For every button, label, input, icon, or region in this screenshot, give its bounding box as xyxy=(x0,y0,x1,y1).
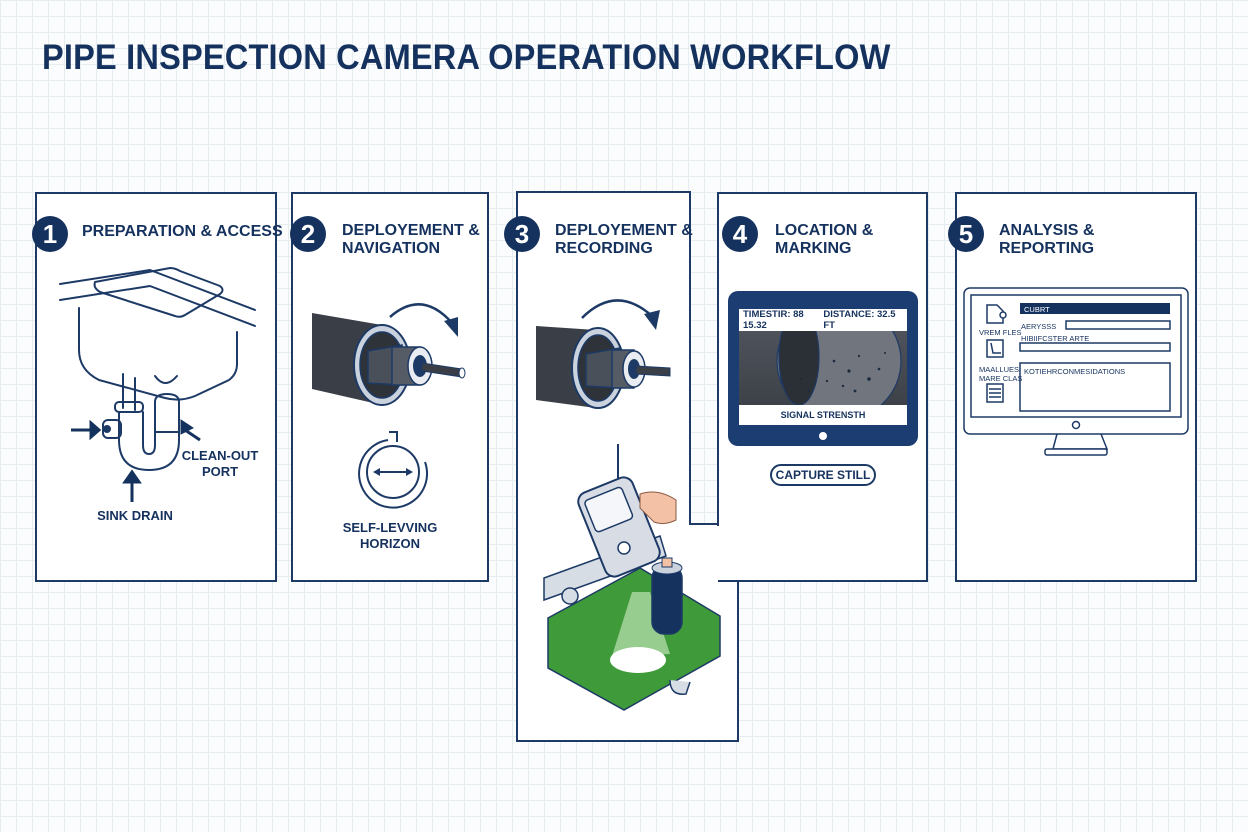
view-files-label: VREM FLES xyxy=(979,328,1022,337)
step-badge-1: 1 xyxy=(32,216,68,252)
step-badge-3: 3 xyxy=(504,216,540,252)
step-panel-4-left-edge xyxy=(717,192,719,526)
camera-in-pipe-icon xyxy=(312,303,466,406)
clean-out-port-label: CLEAN-OUT PORT xyxy=(180,448,260,480)
self-leveling-horizon-icon xyxy=(358,431,428,509)
step-title-5: ANALYSIS & REPORTING xyxy=(999,222,1094,258)
step-badge-5: 5 xyxy=(948,216,984,252)
side-label-2b: MARE CLAS xyxy=(979,374,1023,383)
step-title-2-line1: DEPLOYEMENT & xyxy=(342,222,480,239)
self-leveling-horizon-label: SELF-LEVVING HORIZON xyxy=(335,520,445,552)
step-title-5-line2: REPORTING xyxy=(999,240,1095,257)
capture-still-button[interactable]: CAPTURE STILL xyxy=(770,464,876,486)
step-title-4-line1: LOCATION & xyxy=(775,222,874,239)
timestamp-readout: TIMESTIR: 88 15.32 xyxy=(743,309,804,331)
monitor-tablet-icon: TIMESTIR: 88 15.32 DISTANCE: 32.5 FT SIG… xyxy=(728,291,918,446)
clean-out-label-line1: CLEAN-OUT xyxy=(181,448,259,463)
desktop-monitor-icon xyxy=(963,287,1189,456)
sink-trap-icon xyxy=(59,267,256,502)
step-title-2-line2: NAVIGATION xyxy=(342,240,441,257)
step-title-5-line1: ANALYSIS & xyxy=(999,222,1095,239)
horizon-label-line1: SELF-LEVVING xyxy=(342,520,438,535)
step-badge-4: 4 xyxy=(722,216,758,252)
step-title-3-line1: DEPLOYEMENT & xyxy=(555,222,693,239)
step-panel-1 xyxy=(35,192,277,582)
step-title-4-line2: MARKING xyxy=(775,240,852,257)
distance-readout: DISTANCE: 32.5 FT xyxy=(823,309,896,331)
step-title-4: LOCATION & MARKING xyxy=(775,222,873,258)
step-badge-2: 2 xyxy=(290,216,326,252)
report-field-1-label: AERYSSS xyxy=(1021,322,1057,331)
tablet-home-button[interactable] xyxy=(819,432,827,440)
step-title-1: PREPARATION & ACCESS xyxy=(82,223,283,240)
pipe-camera-view xyxy=(739,331,907,405)
step-title-3-line2: RECORDING xyxy=(555,240,653,257)
side-label-2a: MAALLUES xyxy=(979,365,1020,374)
signal-strength-bar: SIGNAL STRENSTH xyxy=(739,405,907,425)
report-notes-label: KOTIEHRCONMESIDATIONS xyxy=(1024,367,1126,376)
sink-drain-label: SINK DRAIN xyxy=(97,508,173,523)
clean-out-label-line2: PORT xyxy=(201,464,239,479)
horizon-label-line2: HORIZON xyxy=(360,536,420,551)
report-field-2-label: HIBIIFCSTER ARTE xyxy=(1021,334,1090,343)
step-title-2: DEPLOYEMENT & NAVIGATION xyxy=(342,222,480,258)
locator-and-marking-spray-icon xyxy=(543,444,721,711)
camera-in-pipe-icon-2 xyxy=(536,299,671,409)
step-title-3: DEPLOYEMENT & RECORDING xyxy=(555,222,693,258)
report-header: CUBRT xyxy=(1024,305,1050,314)
page-title: PIPE INSPECTION CAMERA OPERATION WORKFLO… xyxy=(42,38,891,77)
screen-top-bar: TIMESTIR: 88 15.32 DISTANCE: 32.5 FT xyxy=(739,309,907,331)
